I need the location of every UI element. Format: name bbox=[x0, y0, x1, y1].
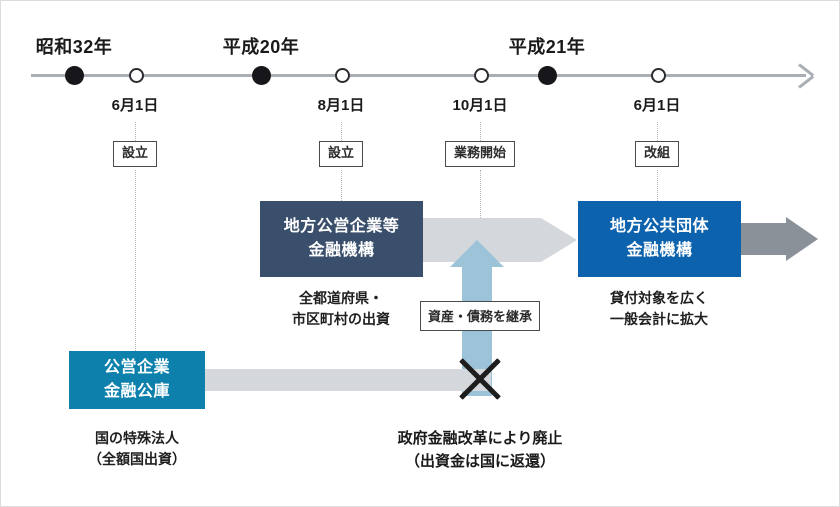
date-label-3: 10月1日 bbox=[452, 97, 508, 114]
org-caption-line1: 全都道府県・ bbox=[299, 290, 383, 306]
org-caption-line2: （全額国出資） bbox=[88, 451, 186, 467]
org-box-chihou-kouei-kigyou-tou-kinyuu-kikou: 地方公営企業等 金融機構 bbox=[260, 201, 423, 277]
org-box-line2: 金融公庫 bbox=[103, 383, 170, 400]
date-label-2: 8月1日 bbox=[317, 97, 365, 114]
note-abolition: 政府金融改革により廃止 （出資金は国に返還） bbox=[398, 427, 563, 474]
abolition-x-icon bbox=[453, 352, 507, 406]
connector-dotted bbox=[480, 170, 481, 260]
connector-dotted bbox=[657, 122, 658, 141]
org-box-line1: 地方公共団体 bbox=[609, 218, 709, 235]
arrow-shaft-continuation bbox=[741, 223, 786, 255]
timeline-marker-filled bbox=[251, 66, 271, 85]
event-chip-operations-start: 業務開始 bbox=[444, 141, 516, 167]
event-chip-reorganization: 改組 bbox=[634, 141, 680, 167]
connector-dotted bbox=[480, 122, 481, 141]
org-box-line2: 金融機構 bbox=[626, 242, 693, 259]
event-chip-establishment-2: 設立 bbox=[318, 141, 364, 167]
note-abolition-line1: 政府金融改革により廃止 bbox=[397, 430, 563, 447]
timeline-marker-open bbox=[334, 68, 350, 83]
timeline-marker-filled bbox=[537, 66, 557, 85]
connector-dotted bbox=[341, 122, 342, 141]
org-box-line1: 公営企業 bbox=[103, 359, 170, 376]
timeline-marker-open bbox=[128, 68, 144, 83]
note-abolition-line2: （出資金は国に返還） bbox=[404, 453, 556, 471]
org-box-chihou-koukyou-dantai-kinyuu-kikou: 地方公共団体 金融機構 bbox=[578, 201, 741, 277]
connector-dotted bbox=[135, 170, 136, 351]
label-asset-liability-succession: 資産・債務を継承 bbox=[419, 301, 541, 331]
org-caption-line1: 貸付対象を広く bbox=[610, 290, 708, 306]
org-caption-chihou-koukyou-dantai: 貸付対象を広く 一般会計に拡大 bbox=[610, 288, 708, 330]
arrow-head-up-icon bbox=[450, 240, 504, 267]
era-label-showa-32: 昭和32年 bbox=[35, 37, 113, 57]
org-caption-line2: 市区町村の出資 bbox=[292, 311, 390, 327]
era-label-heisei-20: 平成20年 bbox=[222, 37, 300, 57]
org-caption-chihou-kouei-kigyou-tou: 全都道府県・ 市区町村の出資 bbox=[292, 288, 390, 330]
date-label-1: 6月1日 bbox=[111, 97, 159, 114]
connector-dotted bbox=[341, 170, 342, 201]
arrow-head-right-icon bbox=[541, 218, 577, 262]
date-label-4: 6月1日 bbox=[633, 97, 681, 114]
timeline-marker-filled bbox=[64, 66, 84, 85]
connector-dotted bbox=[135, 122, 136, 141]
org-box-line2: 金融機構 bbox=[308, 242, 375, 259]
org-box-line1: 地方公営企業等 bbox=[283, 218, 400, 235]
org-caption-line2: 一般会計に拡大 bbox=[610, 311, 708, 327]
arrow-shaft-predecessor bbox=[201, 369, 491, 391]
timeline-marker-open bbox=[650, 68, 666, 83]
org-caption-line1: 国の特殊法人 bbox=[95, 430, 179, 446]
event-chip-establishment-1: 設立 bbox=[112, 141, 158, 167]
arrow-head-right-continuation-icon bbox=[786, 217, 818, 261]
timeline-marker-open bbox=[473, 68, 489, 83]
connector-dotted bbox=[657, 170, 658, 201]
timeline-axis bbox=[31, 74, 806, 77]
org-box-kouei-kigyou-kinyuu-kouko: 公営企業 金融公庫 bbox=[69, 351, 205, 409]
org-caption-kouei-kigyou-kinyuu-kouko: 国の特殊法人 （全額国出資） bbox=[88, 428, 186, 470]
era-label-heisei-21: 平成21年 bbox=[508, 37, 586, 57]
